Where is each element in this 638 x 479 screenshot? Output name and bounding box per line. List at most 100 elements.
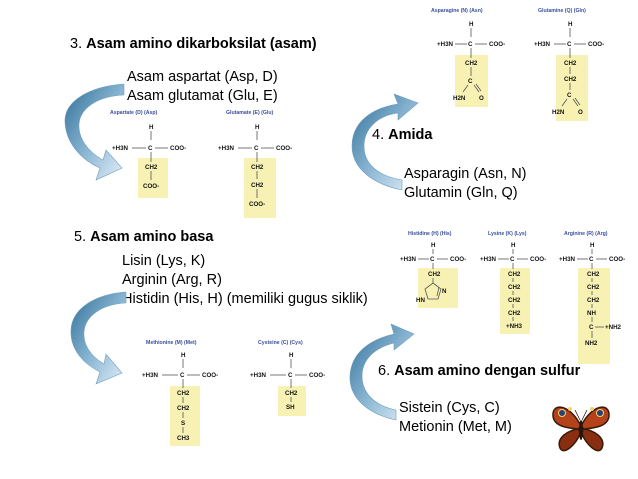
atom-label: +H3N [437, 41, 454, 48]
section-4-item-2: Glutamin (Gln, Q) [404, 185, 518, 201]
atom-label: H [255, 124, 260, 131]
atom-label: H [590, 242, 595, 249]
structure-title: Lysine (K) (Lys) [488, 231, 527, 237]
structure-glutamine: Glutamine (Q) (Gln) H +H3N C COO- CH2 CH… [534, 8, 604, 121]
atom-label: +H3N [250, 372, 267, 379]
atom-label: H [431, 242, 436, 249]
structure-title: Methionine (M) (Met) [146, 340, 197, 346]
atom-label: +H3N [218, 145, 235, 152]
atom-label: +NH2 [605, 324, 622, 331]
atom-label: CH2 [177, 390, 190, 397]
atom-label: COO- [489, 41, 505, 48]
section-3-item-2: Asam glutamat (Glu, E) [127, 88, 278, 104]
atom-label: C [288, 372, 293, 379]
atom-label: COO- [588, 41, 604, 48]
section-4-item-1: Asparagin (Asn, N) [404, 166, 527, 182]
atom-label: HN [416, 297, 425, 304]
structure-glutamate: Glutamate (E) (Glu) H +H3N C COO- CH2 CH… [218, 110, 292, 218]
atom-label: CH2 [508, 310, 521, 317]
atom-label: C [180, 372, 185, 379]
structure-arginine: Arginine (R) (Arg) H +H3N C COO- CH2 CH2… [559, 231, 625, 364]
atom-label: C [148, 145, 153, 152]
structure-cysteine: Cysteine (C) (Cys) H +H3N C COO- CH2 SH [250, 340, 325, 416]
atom-label: H2N [453, 95, 466, 102]
atom-label: +H3N [112, 145, 129, 152]
section-number: 5. [74, 229, 87, 245]
atom-label: SH [286, 404, 295, 411]
atom-label: CH2 [251, 164, 264, 171]
atom-label: C [468, 78, 473, 85]
section-number: 3. [70, 36, 83, 52]
section-5-item-2: Arginin (Arg, R) [122, 272, 222, 288]
atom-label: COO- [249, 201, 265, 208]
atom-label: +H3N [559, 256, 576, 263]
atom-label: C [567, 92, 572, 99]
atom-label: C [589, 324, 594, 331]
section-6-item-2: Metionin (Met, M) [399, 419, 512, 435]
section-5-item-3: Histidin (His, H) (memiliki gugus siklik… [122, 291, 368, 307]
atom-label: O [578, 109, 583, 116]
butterfly-icon [552, 406, 610, 452]
section-5-item-1: Lisin (Lys, K) [122, 253, 206, 269]
atom-label: CH2 [285, 390, 298, 397]
section-3-item-1: Asam aspartat (Asp, D) [127, 69, 278, 85]
atom-label: C [430, 256, 435, 263]
atom-label: +H3N [480, 256, 497, 263]
structure-title: Aspartate (D) (Asp) [110, 110, 158, 116]
section-number: 4. [372, 127, 385, 143]
atom-label: C [510, 256, 515, 263]
structure-histidine: Histidine (H) (His) H +H3N C COO- CH2 HN… [400, 231, 466, 308]
atom-label: S [181, 420, 185, 427]
curved-arrow-icon [70, 291, 127, 385]
structure-lysine: Lysine (K) (Lys) H +H3N C COO- CH2 CH2 C… [480, 231, 546, 334]
atom-label: O [479, 95, 484, 102]
atom-label: CH2 [587, 297, 600, 304]
atom-label: CH2 [564, 60, 577, 67]
atom-label: CH2 [587, 271, 600, 278]
atom-label: C [468, 41, 473, 48]
atom-label: COO- [450, 256, 466, 263]
atom-label: H [181, 352, 186, 359]
structure-title: Glutamine (Q) (Gln) [538, 8, 586, 14]
atom-label: H [289, 352, 294, 359]
atom-label: COO- [609, 256, 625, 263]
atom-label: COO- [143, 183, 159, 190]
structure-asparagine: Asparagine (N) (Asn) H +H3N C COO- CH2 C… [431, 8, 505, 107]
atom-label: CH2 [564, 76, 577, 83]
atom-label: CH2 [508, 284, 521, 291]
atom-label: CH2 [508, 271, 521, 278]
atom-label: H [568, 21, 573, 28]
atom-label: COO- [309, 372, 325, 379]
section-4-heading: 4. Amida [372, 126, 432, 145]
atom-label: CH2 [587, 284, 600, 291]
section-6-heading: 6. Asam amino dengan sulfur [378, 362, 580, 381]
section-title: Asam amino basa [90, 229, 214, 245]
atom-label: NH2 [585, 340, 598, 347]
section-title: Asam amino dikarboksilat (asam) [86, 36, 317, 52]
atom-label: +H3N [142, 372, 159, 379]
section-6-item-1: Sistein (Cys, C) [399, 400, 500, 416]
section-title: Asam amino dengan sulfur [394, 363, 581, 379]
section-number: 6. [378, 363, 391, 379]
structure-methionine: Methionine (M) (Met) H +H3N C COO- CH2 C… [142, 340, 218, 446]
structure-title: Arginine (R) (Arg) [564, 231, 608, 237]
atom-label: CH2 [508, 297, 521, 304]
section-5-heading: 5. Asam amino basa [74, 228, 213, 247]
atom-label: CH2 [428, 271, 441, 278]
atom-label: +H3N [534, 41, 551, 48]
curved-arrow-icon [64, 83, 125, 181]
structure-title: Cysteine (C) (Cys) [258, 340, 303, 346]
atom-label: +NH3 [506, 323, 523, 330]
structure-title: Asparagine (N) (Asn) [431, 8, 483, 14]
curved-arrow-icon [351, 93, 419, 191]
atom-label: CH2 [465, 60, 478, 67]
structure-title: Histidine (H) (His) [408, 231, 452, 237]
curved-arrow-icon [349, 323, 415, 421]
atom-label: COO- [530, 256, 546, 263]
structure-aspartate: Aspartate (D) (Asp) H +H3N C COO- CH2 CO… [110, 110, 186, 198]
atom-label: +H3N [400, 256, 417, 263]
atom-label: H [469, 21, 474, 28]
atom-label: C [254, 145, 259, 152]
section-3-heading: 3. Asam amino dikarboksilat (asam) [70, 35, 317, 54]
